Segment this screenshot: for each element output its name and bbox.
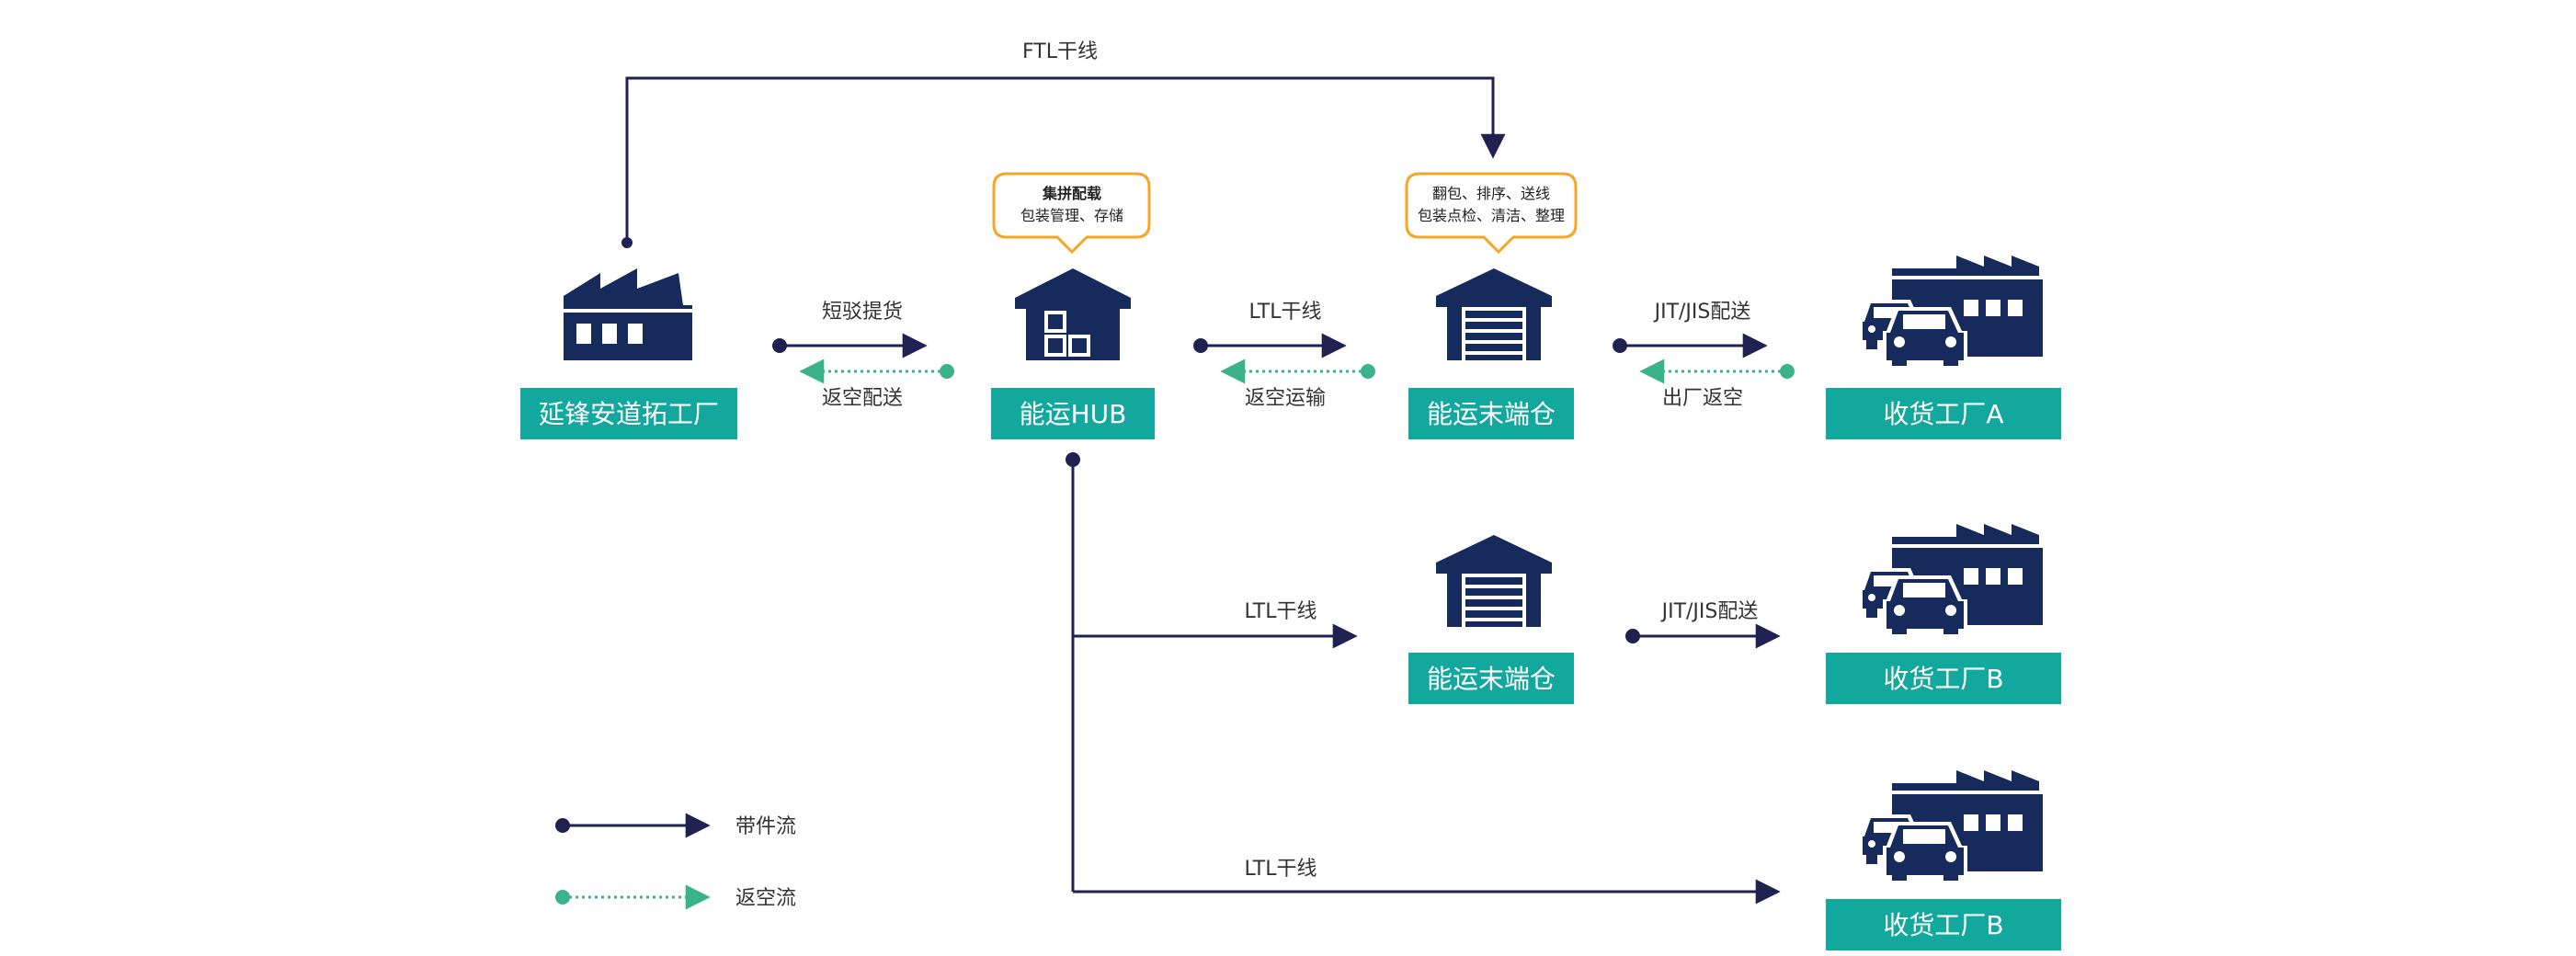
ltl-label-3: LTL干线 — [1245, 858, 1317, 881]
node-factory-b2-label: 收货工厂B — [1883, 910, 2003, 940]
garage-warehouse-icon — [1436, 535, 1552, 627]
ltl-label-2: LTL干线 — [1245, 600, 1317, 623]
loaded-arrow-terminal-factory-a — [1613, 333, 1768, 358]
empty-return-transport-label: 返空运输 — [1245, 387, 1326, 410]
loaded-arrow-supplier-hub — [772, 333, 928, 358]
ltl-label-1: LTL干线 — [1249, 301, 1322, 324]
hub-callout: 集拼配载 包装管理、存储 — [992, 172, 1151, 255]
hub-callout-line1: 集拼配载 — [1042, 185, 1101, 202]
factory-with-cars-icon — [1859, 524, 2043, 634]
warehouse-icon — [1015, 268, 1131, 360]
terminal-callout: 翻包、排序、送线 包装点检、清洁、整理 — [1405, 172, 1578, 255]
factory-with-cars-icon — [1859, 256, 2043, 366]
empty-arrow-factory-a-terminal — [1639, 358, 1795, 384]
node-terminal-1: 能运末端仓 — [1408, 388, 1574, 439]
hub-callout-line2: 包装管理、存储 — [1020, 207, 1123, 224]
hub-branch-connector — [1066, 452, 1781, 905]
legend-empty-swatch — [555, 884, 711, 910]
node-supplier: 延锋安道拓工厂 — [520, 388, 737, 439]
empty-arrow-hub-supplier — [799, 358, 954, 384]
ftl-connector — [621, 76, 1506, 248]
legend-loaded-label: 带件流 — [735, 815, 796, 838]
node-terminal-2-label: 能运末端仓 — [1427, 664, 1556, 694]
factory-with-cars-icon — [1859, 770, 2043, 881]
loaded-arrow-hub-terminal — [1193, 333, 1347, 358]
factory-icon — [564, 268, 692, 360]
node-factory-b1: 收货工厂B — [1826, 653, 2061, 704]
node-supplier-label: 延锋安道拓工厂 — [539, 399, 719, 429]
legend-loaded-swatch — [555, 813, 711, 838]
terminal-callout-line2: 包装点检、清洁、整理 — [1418, 207, 1565, 224]
terminal-callout-line1: 翻包、排序、送线 — [1432, 185, 1550, 202]
node-factory-b1-label: 收货工厂B — [1883, 664, 2003, 694]
node-factory-b2: 收货工厂B — [1826, 899, 2061, 950]
empty-return-delivery-label: 返空配送 — [822, 387, 903, 410]
legend: 带件流 返空流 — [555, 813, 796, 910]
legend-empty-label: 返空流 — [735, 887, 796, 910]
short-pickup-label: 短驳提货 — [822, 301, 903, 324]
node-factory-a: 收货工厂A — [1826, 388, 2061, 439]
jit-jis-label-1: JIT/JIS配送 — [1653, 301, 1751, 324]
node-terminal-2: 能运末端仓 — [1408, 653, 1574, 704]
factory-exit-return-label: 出厂返空 — [1662, 387, 1743, 410]
node-hub-label: 能运HUB — [1020, 399, 1127, 429]
node-terminal-1-label: 能运末端仓 — [1427, 399, 1556, 429]
node-hub: 能运HUB — [991, 388, 1155, 439]
empty-arrow-terminal-hub — [1220, 358, 1375, 384]
garage-warehouse-icon — [1436, 268, 1552, 360]
node-factory-a-label: 收货工厂A — [1883, 399, 2003, 429]
ftl-label: FTL干线 — [1022, 40, 1098, 63]
jit-jis-label-2: JIT/JIS配送 — [1660, 600, 1759, 623]
loaded-arrow-terminal2-factory-b — [1625, 623, 1781, 649]
